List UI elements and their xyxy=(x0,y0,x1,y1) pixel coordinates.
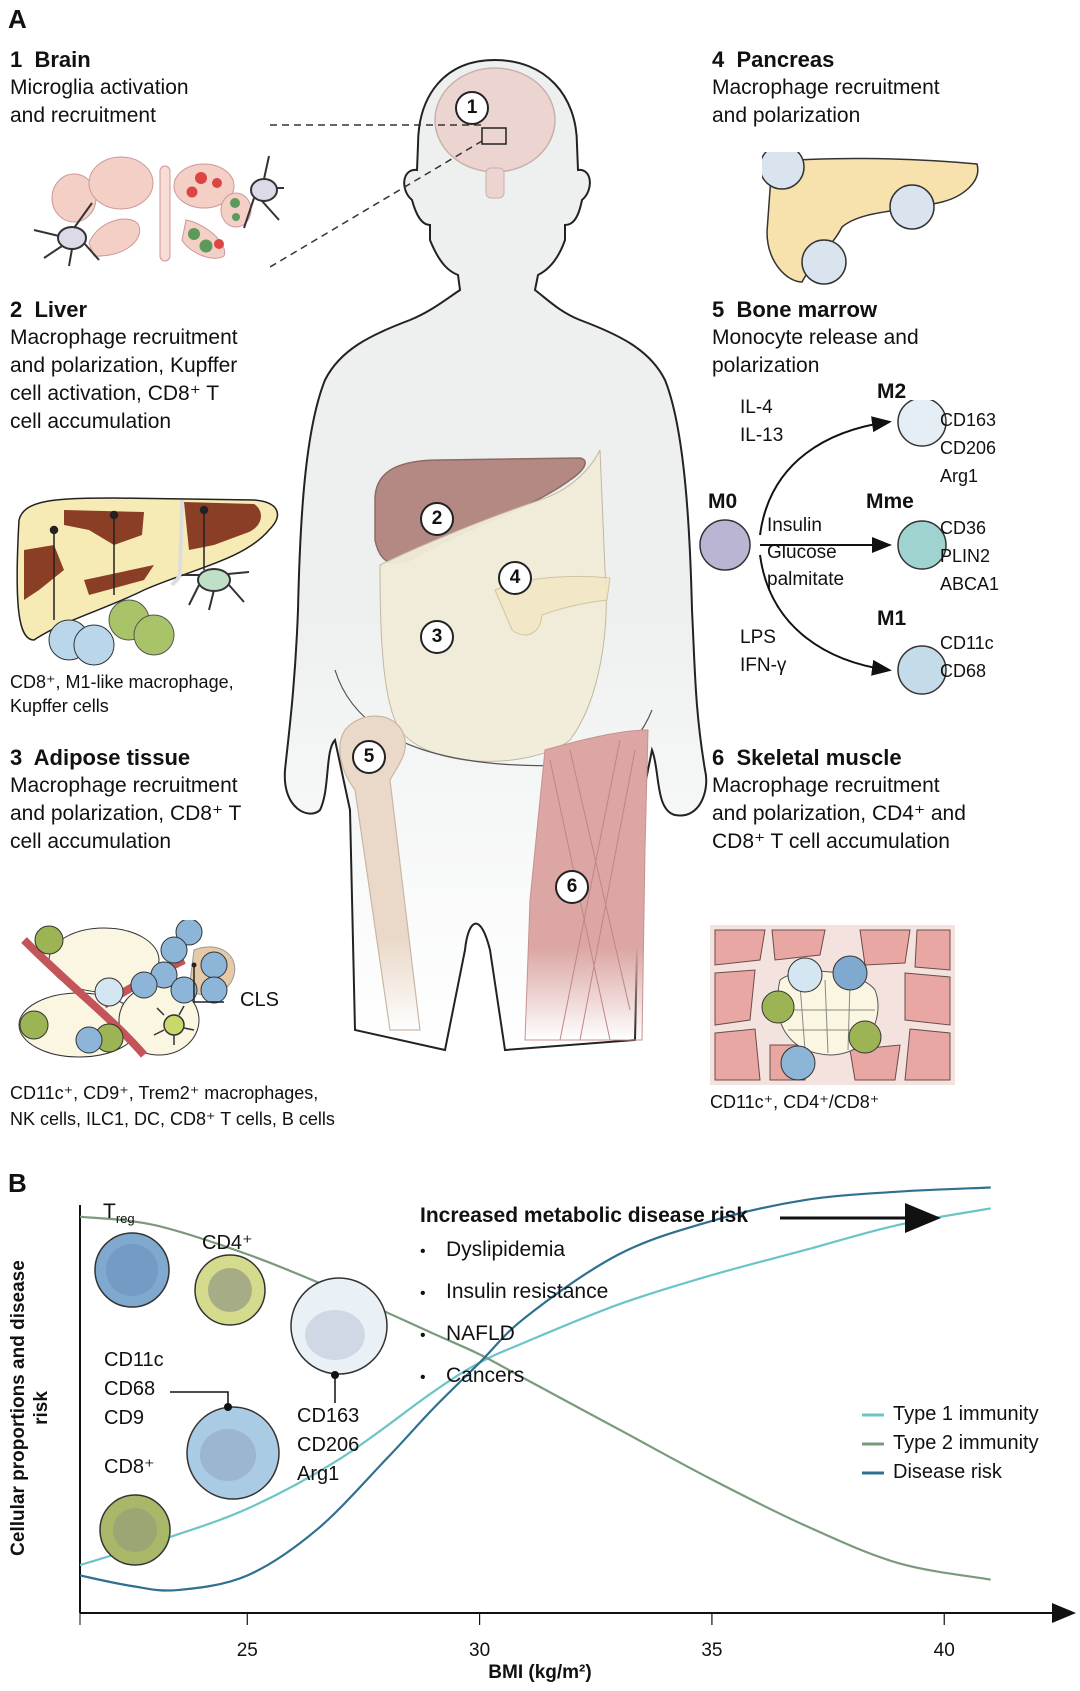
brain-callout-lines xyxy=(270,124,483,268)
badge-adipose: 3 xyxy=(420,620,454,654)
muscle-caption: CD11c⁺, CD4⁺/CD8⁺ xyxy=(710,1092,880,1112)
adipose-organ xyxy=(379,448,607,762)
cd4-label: CD4⁺ xyxy=(202,1232,253,1254)
body-figure xyxy=(283,58,708,1052)
section-title: 2 Liver xyxy=(10,297,88,322)
panel-b-label: B xyxy=(8,1168,27,1198)
section-pancreas: 4 Pancreas Macrophage recruitment and po… xyxy=(712,46,940,130)
m1-stimuli: LPS IFN-γ xyxy=(740,627,787,676)
m1-cell xyxy=(897,645,947,695)
macrophage xyxy=(889,184,935,230)
chart-legend: Type 1 immunity Type 2 immunity Disease … xyxy=(893,1400,1039,1487)
legend-item-disease: Disease risk xyxy=(893,1461,1002,1483)
section-title: 5 Bone marrow xyxy=(712,297,878,322)
badge-pancreas: 4 xyxy=(498,561,532,595)
section-title: 4 Pancreas xyxy=(712,47,835,72)
liver-caption: CD8⁺, M1-like macrophage, Kupffer cells xyxy=(10,672,234,716)
section-description: Monocyte release and polarization xyxy=(712,326,919,377)
section-description: Macrophage recruitment and polarization,… xyxy=(10,326,238,433)
mme-markers: CD36 PLIN2 ABCA1 xyxy=(940,518,1000,594)
microglia-cell xyxy=(243,155,284,229)
adipose-illustration xyxy=(18,920,236,1058)
section-bone-marrow: 5 Bone marrow Monocyte release and polar… xyxy=(712,296,919,380)
badge-liver: 2 xyxy=(420,502,454,536)
mme-stimuli: Insulin Glucose palmitate xyxy=(767,515,845,590)
risk-arrow-title: Increased metabolic disease risk xyxy=(420,1204,749,1227)
x-tick-label: 30 xyxy=(469,1640,490,1661)
x-tick-label: 40 xyxy=(934,1640,955,1661)
adipose-caption: CD11c⁺, CD9⁺, Trem2⁺ macrophages, NK cel… xyxy=(10,1083,335,1129)
section-title: 6 Skeletal muscle xyxy=(712,745,902,770)
risk-item: Insulin resistance xyxy=(420,1272,608,1314)
pancreas-illustration xyxy=(762,152,979,285)
cd8-label: CD8⁺ xyxy=(104,1456,155,1478)
brain-zoom-box xyxy=(481,127,507,145)
mme-cell xyxy=(897,520,947,570)
m2-label: M2 xyxy=(877,380,907,403)
treg-label: Treg xyxy=(103,1200,135,1227)
microglia-cell xyxy=(33,202,100,267)
mme-label: Mme xyxy=(866,490,914,513)
cd8-t-cell xyxy=(73,624,115,666)
section-adipose: 3 Adipose tissue Macrophage recruitment … xyxy=(10,744,241,856)
muscle-illustration xyxy=(710,925,955,1085)
section-liver: 2 Liver Macrophage recruitment and polar… xyxy=(10,296,238,436)
section-skeletal-muscle: 6 Skeletal muscle Macrophage recruitment… xyxy=(712,744,966,856)
x-tick-label: 25 xyxy=(237,1640,258,1661)
x-axis-label: BMI (kg/m²) xyxy=(488,1662,592,1683)
risk-list: Dyslipidemia Insulin resistance NAFLD Ca… xyxy=(420,1230,608,1398)
risk-item: Cancers xyxy=(420,1356,608,1398)
badge-bone-marrow: 5 xyxy=(352,740,386,774)
nk-cell xyxy=(153,1005,195,1045)
m0-cell xyxy=(699,519,751,571)
x-tick-label: 35 xyxy=(701,1640,722,1661)
brain-microglia-illustration xyxy=(33,155,284,267)
m1-marker-list: CD11c CD68 CD9 xyxy=(104,1349,164,1429)
m2-cell xyxy=(897,400,947,447)
m1-label: M1 xyxy=(877,607,907,630)
femur-bone xyxy=(339,715,421,1031)
section-description: Macrophage recruitment and polarization,… xyxy=(712,774,966,853)
section-title: 1 Brain xyxy=(10,47,91,72)
m1-markers: CD11c CD68 xyxy=(940,633,994,681)
liver-illustration xyxy=(16,497,279,666)
section-description: Macrophage recruitment and polarization,… xyxy=(10,774,242,853)
section-title: 3 Adipose tissue xyxy=(10,745,191,770)
risk-item: Dyslipidemia xyxy=(420,1230,608,1272)
m2-stimuli: IL-4 IL-13 xyxy=(740,397,784,446)
risk-item: NAFLD xyxy=(420,1314,608,1356)
macrophage xyxy=(762,152,805,190)
kupffer-cell xyxy=(182,568,250,611)
m2-marker-list: CD163 CD206 Arg1 xyxy=(297,1405,360,1485)
cls-label: CLS xyxy=(240,989,279,1011)
legend-item-type1: Type 1 immunity xyxy=(893,1403,1039,1425)
section-description: Macrophage recruitment and polarization xyxy=(712,76,940,127)
badge-brain: 1 xyxy=(455,91,489,125)
m2-markers: CD163 CD206 Arg1 xyxy=(940,410,997,486)
panel-a-label: A xyxy=(8,4,27,34)
section-description: Microglia activation and recruitment xyxy=(10,76,189,127)
macrophage xyxy=(801,239,847,285)
m0-label: M0 xyxy=(708,490,738,513)
m1-macrophage xyxy=(133,614,175,656)
legend-item-type2: Type 2 immunity xyxy=(893,1432,1039,1454)
section-brain: 1 Brain Microglia activation and recruit… xyxy=(10,46,189,130)
badge-skeletal-muscle: 6 xyxy=(555,870,589,904)
polarization-arrows xyxy=(699,400,947,695)
